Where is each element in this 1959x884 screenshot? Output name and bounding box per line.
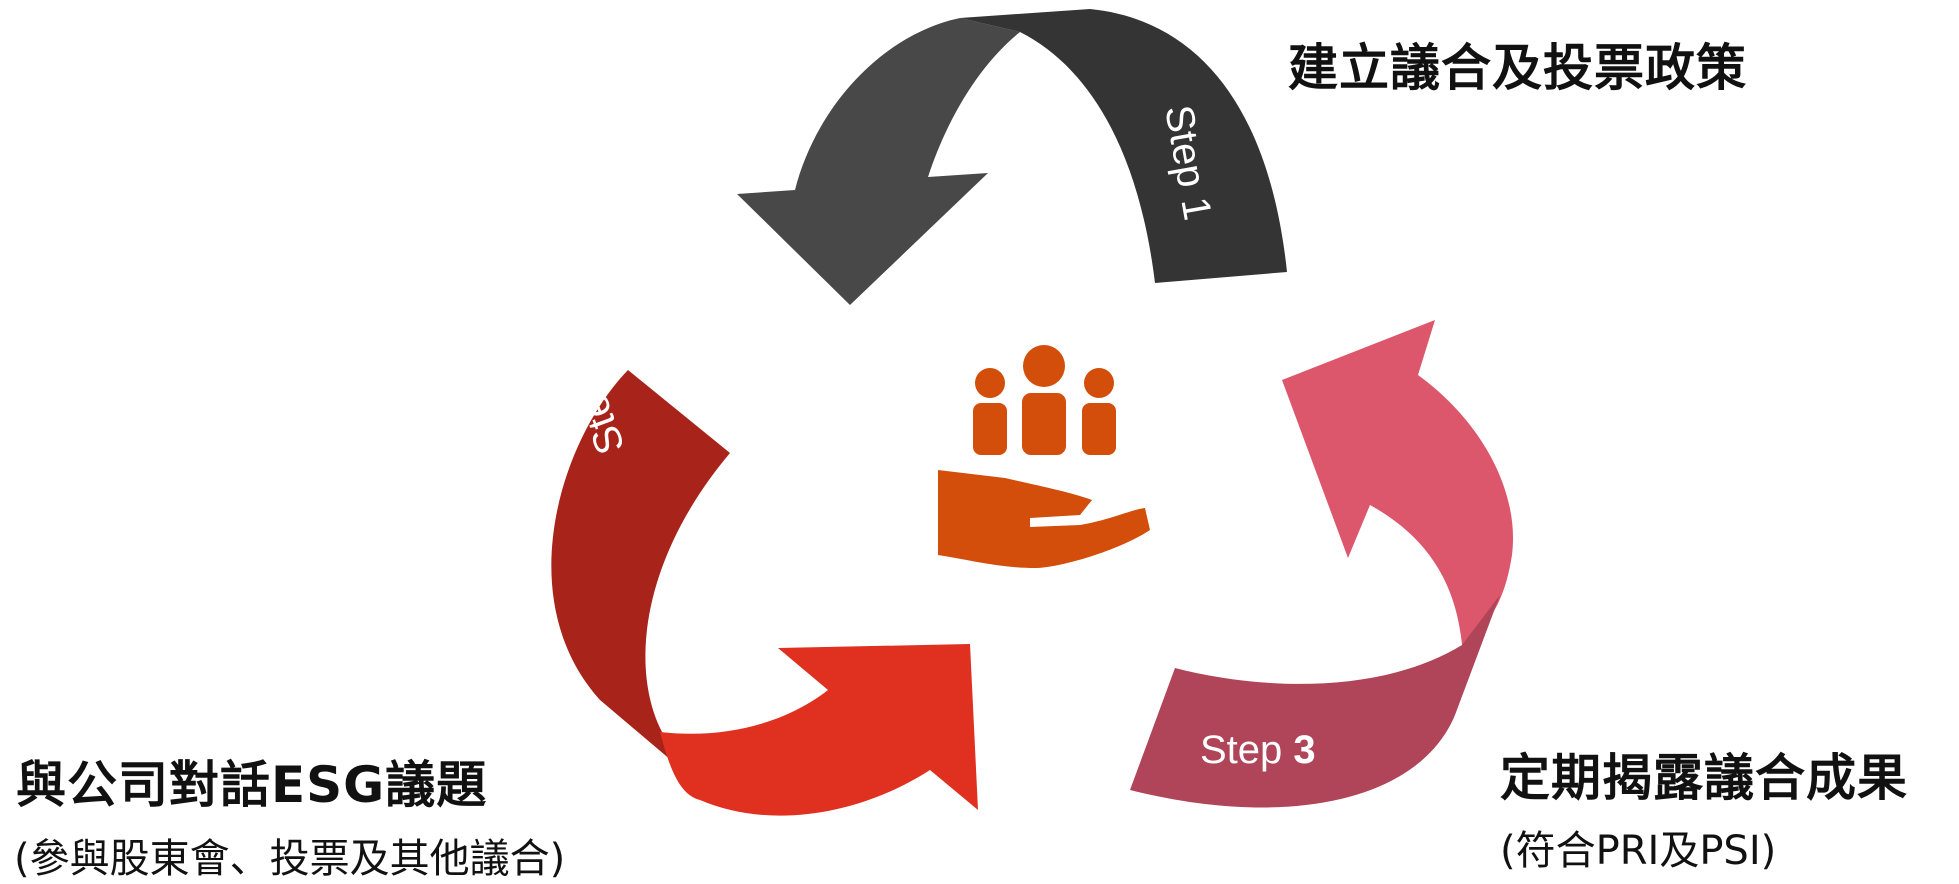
hand-shape [938, 470, 1150, 568]
step2-arrow-band [551, 370, 730, 783]
step3-label-number: 3 [1293, 728, 1315, 772]
step1-title: 建立議合及投票政策 [1288, 39, 1747, 97]
people-in-hand-icon [938, 345, 1150, 568]
step2-arrow-body [660, 644, 978, 816]
step3-arrow-body [1282, 320, 1514, 645]
step3-title: 定期揭露議合成果 [1500, 749, 1908, 807]
step3-arrow-band [1130, 595, 1500, 808]
person-center-body [1022, 393, 1066, 455]
person-right-body [1082, 403, 1116, 455]
step2-arrow: Step 2 [551, 336, 978, 816]
step3-subtitle: (符合PRI及PSI) [1500, 828, 1777, 874]
step3-label: Step 3 [1200, 728, 1316, 772]
step3-arrow: Step 3 [1130, 320, 1514, 808]
step2-title: 與公司對話ESG議題 [16, 756, 488, 814]
step1-arrow: Step 1 [737, 9, 1287, 305]
step1-arrow-body [737, 18, 1020, 305]
person-left-head [975, 368, 1005, 398]
step1-arrow-band [960, 9, 1287, 283]
step3-label-prefix: Step [1200, 728, 1293, 772]
person-left-body [973, 403, 1007, 455]
step2-subtitle: (參與股東會、投票及其他議合) [14, 836, 566, 882]
person-right-head [1084, 368, 1114, 398]
person-center-head [1023, 345, 1065, 387]
